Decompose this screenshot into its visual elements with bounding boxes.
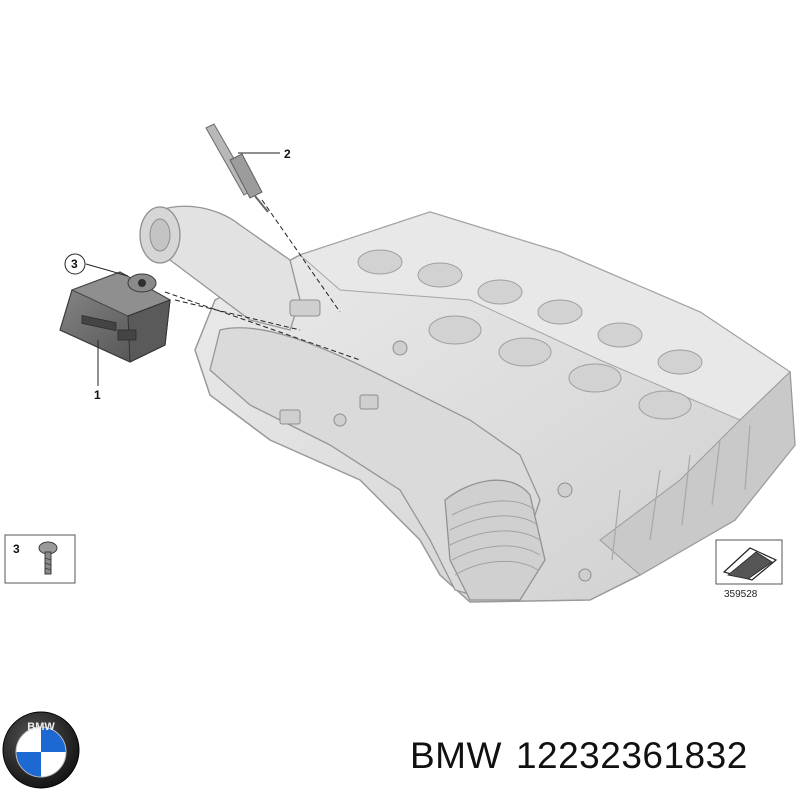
part-number: 12232361832 bbox=[515, 735, 748, 776]
logo-letters: BMW bbox=[27, 721, 55, 733]
diagram-code-box: 359528 bbox=[715, 539, 783, 600]
footer-part-label: BMW 12232361832 bbox=[410, 735, 762, 777]
callout-leaders bbox=[85, 152, 361, 386]
bmw-logo: BMW bbox=[2, 711, 80, 789]
callout-1: 1 bbox=[94, 388, 101, 402]
screw-icon bbox=[38, 541, 58, 575]
cylinder-head-illustration bbox=[139, 205, 796, 603]
glow-plug-control-unit bbox=[59, 271, 172, 363]
legend-item-number: 3 bbox=[13, 542, 20, 556]
callout-2: 2 bbox=[284, 147, 291, 161]
legend-screw-box: 3 bbox=[4, 534, 76, 584]
brand-name: BMW bbox=[410, 735, 502, 776]
diagram-code: 359528 bbox=[724, 589, 758, 600]
callout-3: 3 bbox=[71, 257, 78, 271]
callout-3-circle bbox=[64, 253, 86, 275]
glow-plug-part bbox=[205, 123, 269, 213]
arrow-sheet-icon bbox=[722, 547, 778, 581]
